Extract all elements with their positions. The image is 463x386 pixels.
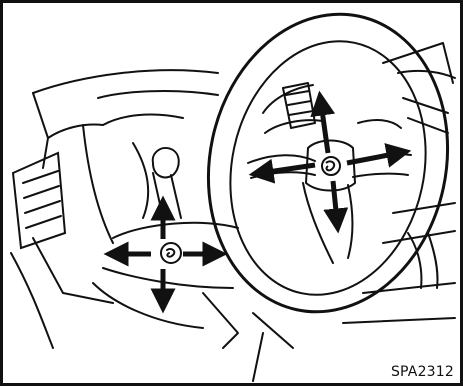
hub-emblem xyxy=(322,157,340,175)
figure-code: SPA2312 xyxy=(391,364,454,380)
left-vent-outline xyxy=(11,153,113,348)
steering-column xyxy=(93,148,293,381)
steering-wheel-illustration xyxy=(3,3,460,383)
steering-wheel xyxy=(181,3,460,334)
